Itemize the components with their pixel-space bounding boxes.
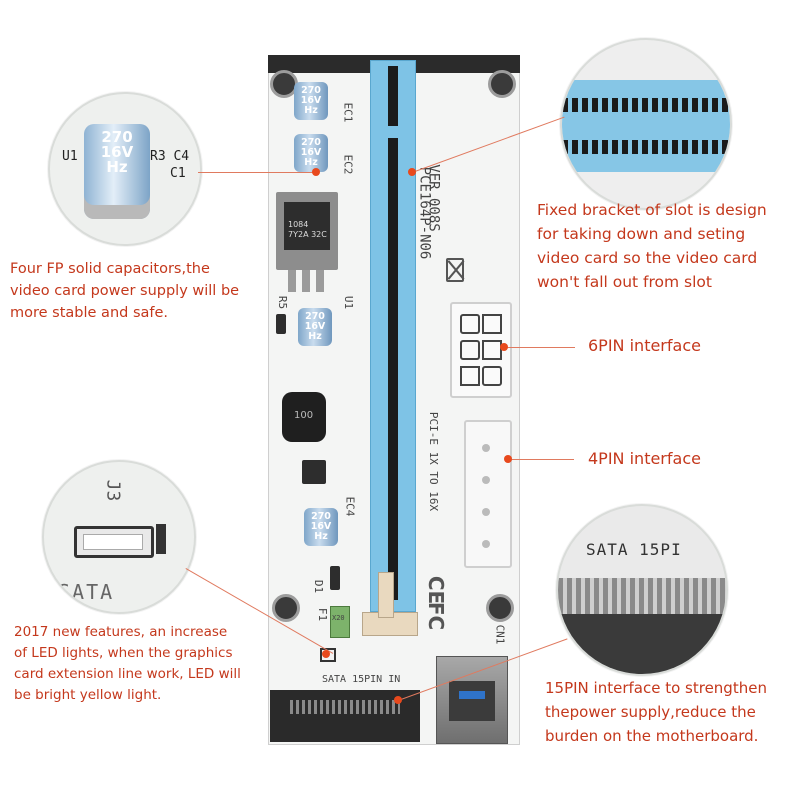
zoom-led-pad — [156, 524, 166, 554]
silk-ec2: EC2 — [341, 154, 355, 175]
led-zoom: J3 SATA — [42, 460, 196, 614]
zoom-capacitor-text: 270 16V Hz — [100, 128, 134, 176]
sata-label: SATA 15PIN IN — [322, 674, 401, 685]
molex-pin — [482, 444, 490, 452]
silk-r5: R5 — [276, 295, 290, 310]
zoom-label-c1: C1 — [170, 166, 186, 181]
silk-ec1: EC1 — [341, 102, 355, 123]
silk-ec4: EC4 — [343, 496, 357, 517]
small-component — [276, 314, 286, 334]
weee-icon — [446, 258, 465, 282]
zoom-slot-body — [562, 80, 730, 172]
pin-socket — [482, 340, 502, 360]
zoom-capacitor — [84, 124, 150, 219]
capacitor: 270 16V Hz — [294, 134, 328, 172]
zoom-label-j3: J3 — [102, 479, 124, 502]
leader-dot — [500, 343, 508, 351]
voltage-regulator: 1084 7Y2A 32C — [276, 192, 338, 270]
fc-mark: FC — [424, 601, 449, 631]
small-component — [330, 566, 340, 590]
capacitor-zoom: U1 R3 C4 C1 270 16V Hz — [48, 92, 202, 246]
usb-port-inner — [449, 681, 495, 721]
ce-mark: CE — [424, 575, 449, 605]
silk-f1: F1 — [316, 607, 330, 622]
slot-contact-top — [388, 66, 398, 126]
regulator-pins — [288, 270, 324, 292]
leader-dot — [312, 168, 320, 176]
zoom-slot-pins-bottom — [562, 140, 730, 154]
controller-chip — [302, 460, 326, 484]
bracket-annotation: Fixed bracket of slot is design for taki… — [537, 201, 767, 291]
silk-cn1: CN1 — [493, 624, 507, 645]
regulator-text: 1084 7Y2A 32C — [288, 220, 327, 239]
slot-bracket-stem — [378, 572, 394, 618]
sata-zoom: SATA 15PI — [556, 504, 728, 676]
silk-u1: U1 — [342, 295, 356, 310]
slot-zoom — [560, 38, 732, 210]
molex-pin — [482, 476, 490, 484]
inductor-text: 100 — [294, 410, 314, 421]
mounting-hole — [486, 594, 514, 622]
leader-six-pin — [505, 347, 575, 348]
usb-port — [436, 656, 508, 744]
leader-capacitor — [198, 172, 318, 173]
zoom-slot-pins-top — [562, 98, 730, 112]
inductor: 100 — [282, 392, 326, 442]
zoom-led — [74, 526, 154, 558]
capacitor: 270 16V Hz — [298, 308, 332, 346]
zoom-label-u1: U1 — [62, 149, 78, 164]
leader-dot — [504, 455, 512, 463]
pin-socket — [460, 314, 480, 334]
zoom-label-sata: SATA — [58, 580, 115, 604]
pin-socket — [460, 340, 480, 360]
silk-d1: D1 — [312, 579, 326, 594]
mounting-hole — [272, 594, 300, 622]
capacitor-annotation: Four FP solid capacitors,the video card … — [10, 261, 240, 321]
pin-socket — [460, 366, 480, 386]
leader-four-pin — [508, 459, 574, 460]
zoom-sata-housing — [558, 614, 726, 674]
zoom-sata-pins — [558, 578, 726, 614]
leader-dot — [408, 168, 416, 176]
zoom-label-r3: R3 C4 — [150, 149, 190, 164]
leader-dot — [322, 650, 330, 658]
pin-socket — [482, 314, 502, 334]
usb-port-tongue — [459, 691, 485, 699]
four-pin-label: 4PIN interface — [588, 449, 701, 468]
version-label: VER 008S — [425, 164, 442, 232]
mounting-hole — [488, 70, 516, 98]
capacitor: 270 16V Hz — [304, 508, 338, 546]
four-pin-connector — [464, 420, 512, 568]
molex-pin — [482, 508, 490, 516]
zoom-label-sata15: SATA 15PI — [586, 540, 682, 559]
sata-annotation: 15PIN interface to strengthen thepower s… — [545, 679, 767, 745]
fuse — [330, 606, 350, 638]
molex-pin — [482, 540, 490, 548]
silk-x20: X20 — [332, 614, 345, 622]
pin-socket — [482, 366, 502, 386]
leader-dot — [394, 696, 402, 704]
led-annotation: 2017 new features, an increase of LED li… — [14, 624, 241, 703]
six-pin-label: 6PIN interface — [588, 336, 701, 355]
slot-contact-main — [388, 138, 398, 600]
capacitor: 270 16V Hz — [294, 82, 328, 120]
pcie-label: PCI-E 1X TO 16X — [427, 411, 441, 512]
sata-pins — [290, 700, 400, 714]
